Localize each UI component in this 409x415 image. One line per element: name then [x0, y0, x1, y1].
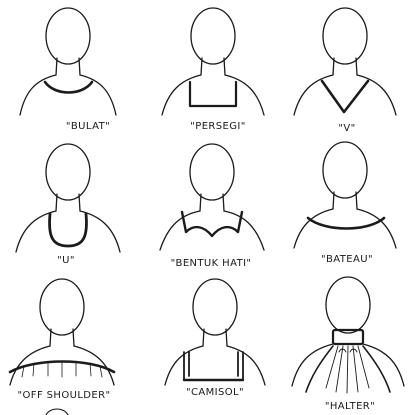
label-u: "U": [57, 255, 75, 266]
label-v: "V": [338, 123, 355, 134]
label-bulat: "BULAT": [66, 121, 110, 132]
figure-bulat: [20, 8, 116, 115]
label-bentuk-hati: "BENTUK HATI": [171, 258, 252, 269]
figure-bateau: [294, 142, 396, 248]
figure-persegi: [162, 8, 264, 115]
figure-camisol: [165, 279, 265, 385]
label-off-shoulder: "OFF SHOULDER": [18, 390, 111, 401]
label-halter: "HALTER": [325, 401, 375, 412]
partial-head-sketch: [46, 409, 68, 415]
label-camisol: "CAMISOL": [186, 387, 244, 398]
label-persegi: "PERSEGI": [190, 121, 245, 132]
figure-v: [294, 8, 396, 115]
figure-off-shoulder: [10, 279, 114, 385]
figure-halter: [292, 277, 404, 393]
figure-bentuk-hati: [160, 144, 264, 250]
figure-u: [16, 144, 120, 252]
label-bateau: "BATEAU": [321, 254, 373, 265]
